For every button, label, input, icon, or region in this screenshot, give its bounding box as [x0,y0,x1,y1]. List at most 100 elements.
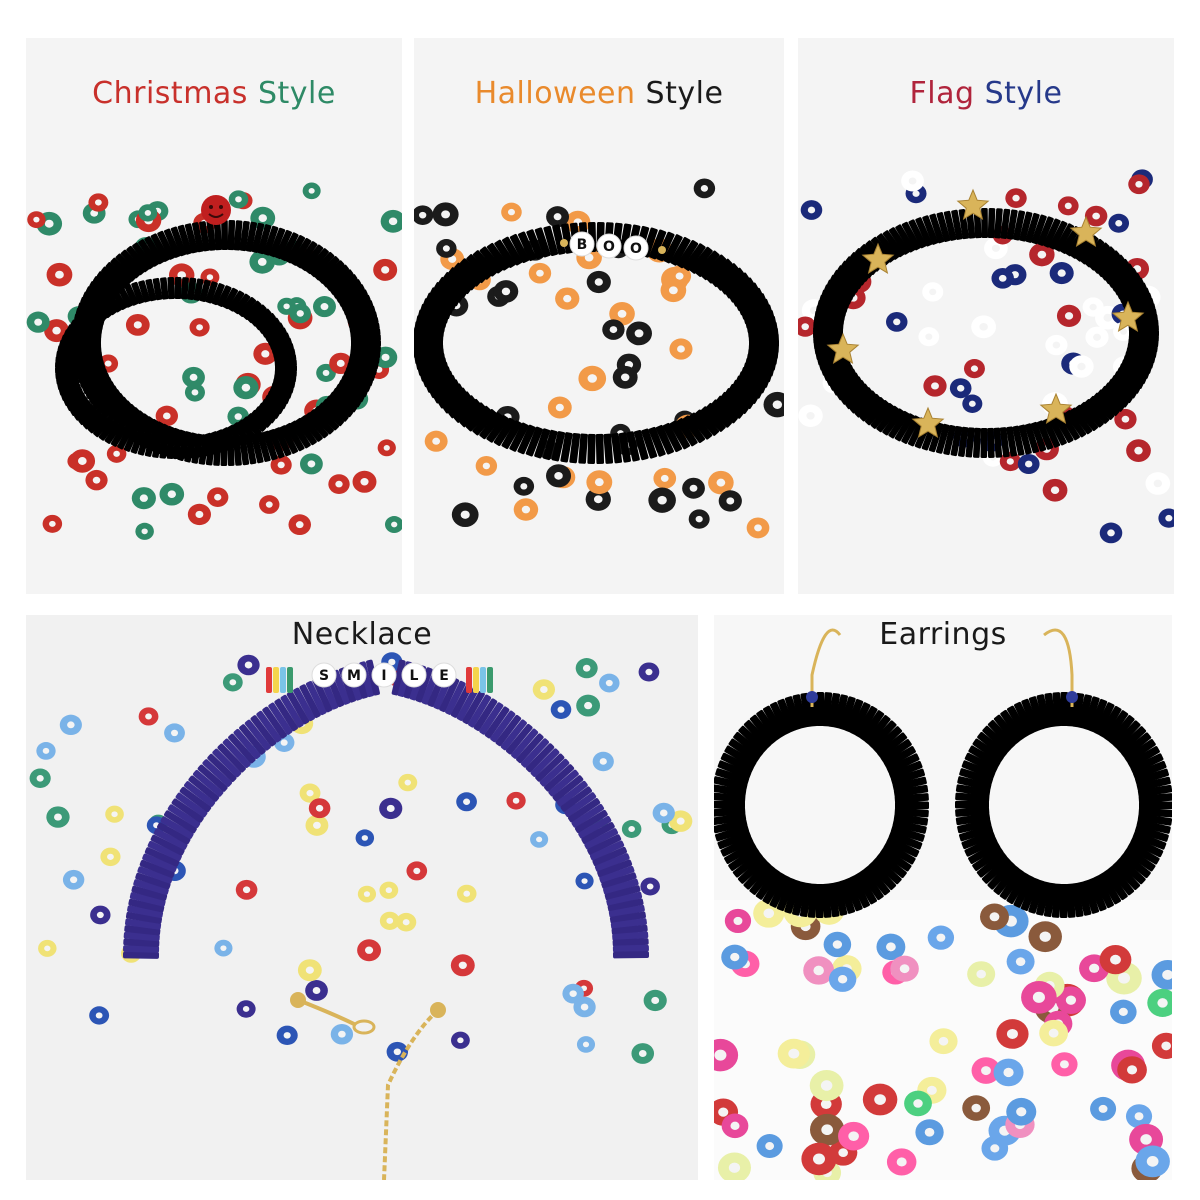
halloween-bracelet-bead [729,282,759,303]
necklace-bead [462,690,485,725]
bead-hole [113,450,120,457]
bead-hole [563,294,572,303]
necklace-bead [160,816,194,839]
bead-hole [386,804,395,813]
necklace-bead [286,691,310,725]
halloween-bracelet-bead [655,424,674,455]
christmas-bracelet-bead [130,431,144,454]
bead-hole [1050,486,1060,495]
halloween-bracelet-bead [670,237,691,266]
flag-bracelet-bead [1024,423,1040,454]
flag-bracelet-bead [1111,272,1141,292]
christmas-bracelet-bead [163,228,181,258]
bead-hole [388,217,398,226]
necklace-bead [560,786,592,812]
flag-bracelet-bead [1089,246,1115,271]
christmas-bracelet-bead [346,362,377,376]
christmas-bracelet-bead [186,436,196,459]
flag-bracelet-bead [819,356,850,371]
bead-hole [554,471,563,480]
bead-hole [1119,328,1127,335]
halloween-bracelet-bead [501,420,522,449]
halloween-bracelet-bead [688,412,713,440]
bead-hole [1115,220,1123,227]
christmas-bracelet-bead [174,276,182,300]
christmas-bracelet-bead [93,298,112,319]
halloween-bracelet-bead [676,418,698,447]
necklace-bead [601,872,637,889]
necklace-bead [207,753,237,782]
necklace-bead [415,667,433,703]
halloween-bracelet-bead [423,370,454,388]
christmas-bracelet-bead [105,291,122,313]
halloween-bracelet-bead [534,428,551,459]
bead-hole [220,945,227,951]
necklace-bead [511,728,539,759]
bead-hole [676,817,685,825]
earring-bead [756,709,781,742]
rainbow-bead [473,667,479,693]
earring-bead [1036,881,1051,916]
bead-hole [594,278,603,286]
christmas-bracelet-bead [262,430,278,461]
gold-star-bead [861,242,895,274]
flag-bracelet-bead [1037,216,1054,246]
christmas-bracelet-bead [272,378,296,389]
bead-hole [754,524,762,532]
christmas-bracelet-bead [204,432,218,455]
bead-hole [820,1080,833,1091]
bead-hole [92,476,101,484]
necklace-bead [439,677,460,713]
flag-bracelet-bead [943,210,957,241]
flag-bracelet-bead [908,219,927,249]
bead-hole [913,1099,923,1108]
earring-bead [1127,842,1160,865]
christmas-bracelet-bead [123,430,138,452]
christmas-bracelet-bead [199,279,211,302]
halloween-bracelet-bead [430,287,460,307]
flag-bracelet-bead [1093,392,1120,416]
flag-bracelet-bead [951,209,963,240]
flag-bracelet-bead [987,208,996,239]
bead-hole [1057,269,1066,277]
earring-bead [1065,883,1076,918]
halloween-bracelet-bead [711,399,738,424]
bead-hole [139,494,148,502]
christmas-bracelet-bead [348,316,379,329]
bead-hole [36,775,44,782]
flag-bracelet-bead [1084,399,1110,424]
earring-bead [762,871,785,905]
flag-bracelet-bead [1121,292,1152,308]
bead-hole [195,510,204,519]
boo-letter: O [630,241,642,257]
earring-bead [1077,694,1092,729]
bead-hole [432,437,441,445]
flag-bracelet-bead [865,400,890,426]
bead-hole [283,1032,291,1039]
bead-hole [322,369,330,376]
bead-hole [806,411,815,420]
flag-bracelet-bead [1119,363,1150,379]
earring-bead [724,745,757,768]
earring-bead [1082,879,1100,914]
flag-bracelet-bead [1085,242,1110,268]
earring-bead [749,714,776,745]
halloween-bracelet-bead [426,292,457,311]
halloween-bracelet-bead [743,362,774,377]
christmas-bracelet-bead [343,371,373,387]
flag-bracelet-bead [837,380,866,401]
earring-bead [1134,825,1169,842]
bead-hole [383,445,390,451]
halloween-bracelet-bead [736,293,766,311]
christmas-bracelet-bead [92,389,121,410]
christmas-bracelet-bead [329,391,358,413]
earring-bead [1006,871,1029,905]
necklace-bead [171,798,204,823]
halloween-bracelet-bead [517,424,536,455]
bead-hole [837,975,848,984]
christmas-bracelet-bead [61,334,84,348]
halloween-bracelet-bead [746,353,778,365]
bead-hole [442,245,450,252]
flag-bracelet-bead [876,405,899,433]
smiley-mouth [208,213,224,218]
